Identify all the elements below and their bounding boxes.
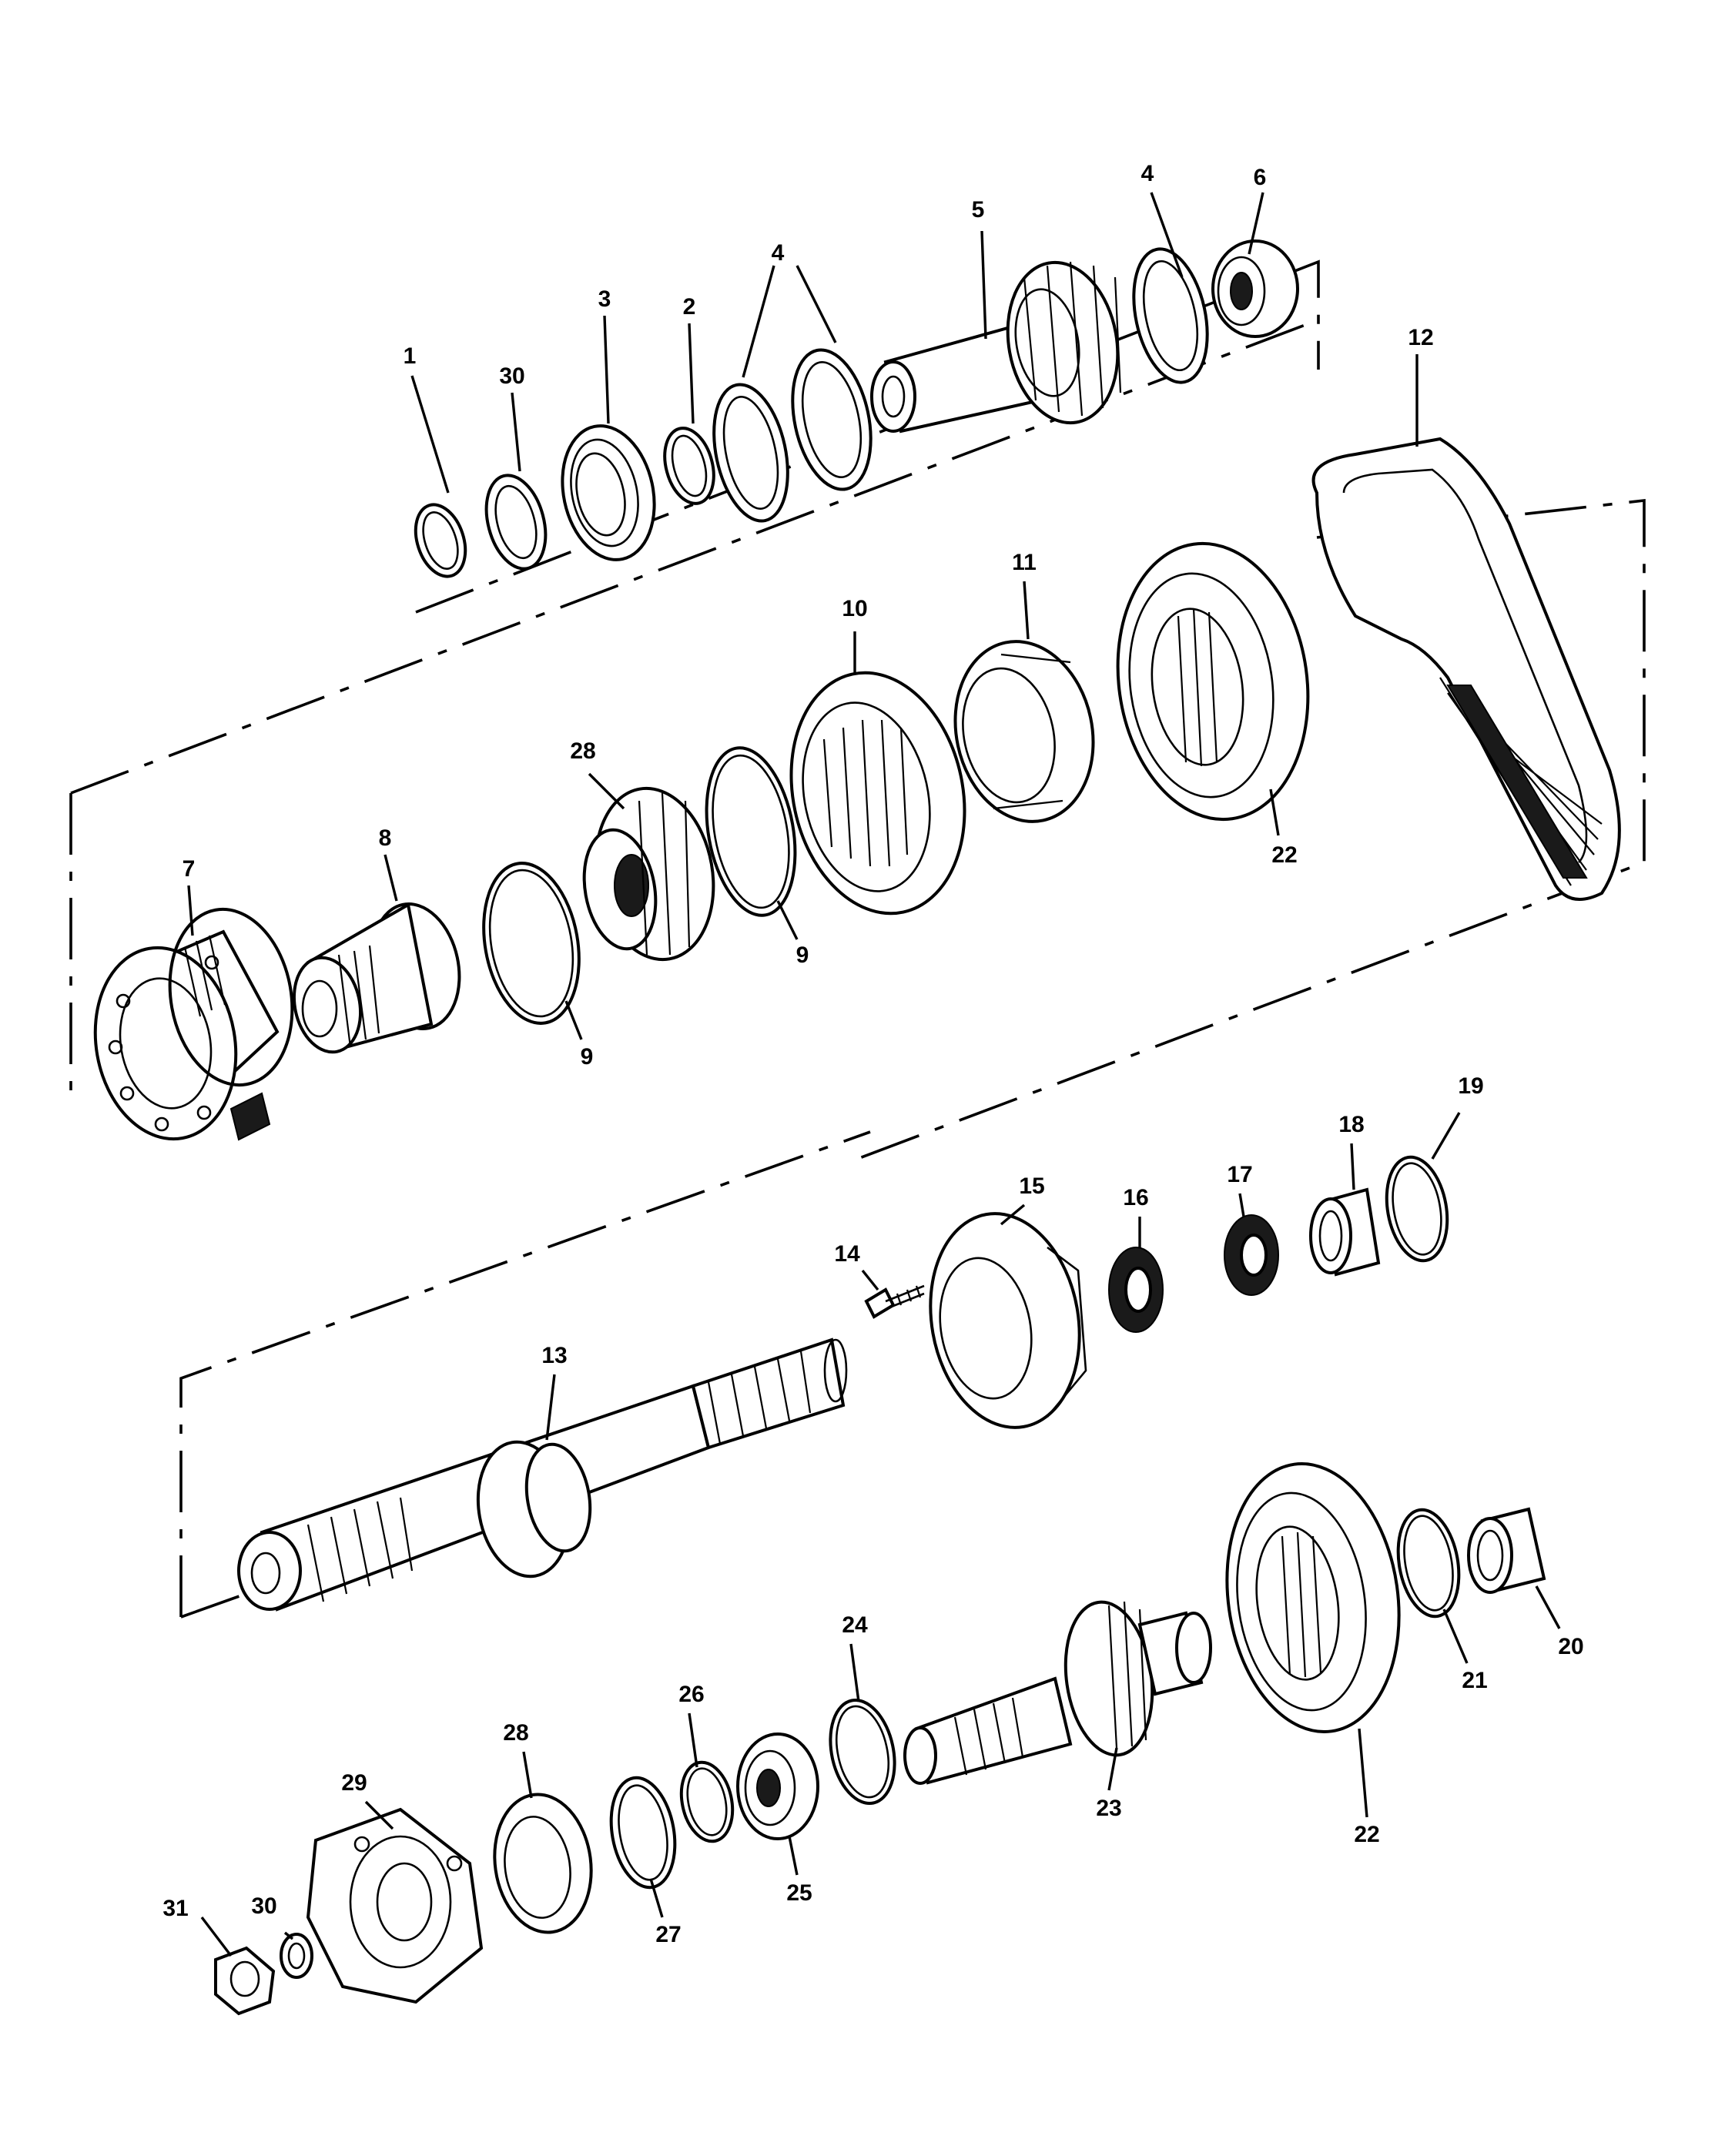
callout-1: 1 — [404, 343, 417, 369]
part-15-oil-pump — [929, 1212, 1087, 1429]
part-11-synchronizer-ring — [953, 640, 1095, 823]
callout-2: 2 — [683, 294, 696, 320]
callout-18: 18 — [1338, 1112, 1364, 1137]
part-25-bearing — [736, 1732, 819, 1840]
row-4-parts — [214, 1462, 1546, 2016]
part-17-tone-wheel — [1224, 1214, 1279, 1296]
callout-12: 12 — [1408, 325, 1433, 350]
part-6-bearing — [1211, 239, 1299, 338]
part-4-thrust-washer-b — [791, 348, 873, 491]
callout-11: 11 — [1012, 550, 1037, 575]
border-top-group — [415, 259, 1320, 614]
callout-23: 23 — [1096, 1796, 1121, 1821]
part-4-thrust-washer-c — [1132, 247, 1209, 384]
part-10-range-sleeve — [789, 671, 966, 916]
callout-30: 30 — [251, 1893, 276, 1919]
callout-26: 26 — [678, 1682, 704, 1707]
callout-14: 14 — [834, 1241, 860, 1267]
part-8-sun-gear — [292, 902, 461, 1054]
part-31-nut — [214, 1946, 276, 2016]
row-3-parts — [237, 1155, 1449, 1612]
part-7-planetary-carrier — [93, 907, 294, 1141]
callout-4: 4 — [1141, 161, 1154, 186]
callout-30: 30 — [499, 363, 524, 389]
part-19-snap-ring — [1385, 1155, 1449, 1263]
callout-9: 9 — [581, 1044, 594, 1070]
row-1-parts — [414, 239, 1299, 578]
callout-10: 10 — [842, 596, 867, 621]
callout-6: 6 — [1254, 165, 1267, 190]
part-14-bolt — [864, 1284, 925, 1319]
part-9-snap-ring-a — [482, 862, 581, 1025]
part-22-drive-sprocket-a — [1116, 541, 1310, 822]
callout-27: 27 — [655, 1922, 681, 1947]
part-2-snap-ring — [663, 427, 715, 505]
callout-31: 31 — [162, 1896, 188, 1921]
callout-8: 8 — [379, 825, 392, 851]
callout-28: 28 — [570, 738, 595, 764]
callout-22: 22 — [1271, 842, 1297, 868]
callout-16: 16 — [1123, 1185, 1148, 1210]
callout-13: 13 — [541, 1343, 567, 1368]
border-left-lower — [179, 1130, 871, 1617]
part-30-spacer-ring — [484, 474, 548, 571]
part-3-bearing — [561, 424, 656, 561]
border-top-separator — [70, 322, 1310, 795]
callout-labels: 1 30 3 2 4 5 4 6 12 7 8 9 28 9 10 11 22 … — [162, 161, 1583, 1947]
callout-17: 17 — [1227, 1162, 1252, 1187]
leader-lines — [187, 192, 1561, 1957]
part-18-bushing — [1309, 1187, 1381, 1277]
part-23-front-output-shaft — [903, 1600, 1212, 1785]
part-20-bearing — [1467, 1507, 1546, 1594]
callout-25: 25 — [786, 1880, 812, 1906]
callout-24: 24 — [842, 1612, 868, 1638]
part-5-input-gear-shaft — [870, 260, 1122, 434]
part-22-driven-sprocket-b — [1225, 1462, 1401, 1733]
part-30-washer — [280, 1933, 313, 1979]
part-21-snap-ring — [1396, 1508, 1461, 1619]
part-9-snap-ring-b — [705, 746, 797, 917]
part-26-snap-ring — [679, 1760, 735, 1843]
part-12-drive-chain — [1311, 437, 1621, 901]
callout-20: 20 — [1558, 1634, 1583, 1659]
callout-9: 9 — [796, 942, 809, 968]
part-16-seal — [1108, 1247, 1164, 1333]
part-1-snap-ring — [414, 503, 467, 578]
callout-28: 28 — [503, 1720, 528, 1746]
callout-5: 5 — [972, 197, 985, 223]
part-28-oil-seal — [493, 1793, 593, 1934]
row-2-parts — [93, 541, 1310, 1141]
callout-15: 15 — [1019, 1173, 1044, 1199]
part-24-snap-ring — [829, 1698, 896, 1806]
callout-21: 21 — [1462, 1668, 1487, 1693]
part-28-gear — [582, 786, 715, 962]
callout-3: 3 — [598, 286, 611, 312]
part-29-companion-flange — [306, 1807, 484, 2004]
part-4-thrust-washer-a — [712, 383, 789, 523]
callout-7: 7 — [183, 856, 196, 882]
callout-29: 29 — [341, 1770, 367, 1796]
part-27-ring — [609, 1776, 677, 1890]
callout-19: 19 — [1458, 1073, 1483, 1099]
part-13-mainshaft — [237, 1337, 848, 1612]
callout-22: 22 — [1354, 1822, 1379, 1847]
callout-4: 4 — [772, 240, 785, 266]
